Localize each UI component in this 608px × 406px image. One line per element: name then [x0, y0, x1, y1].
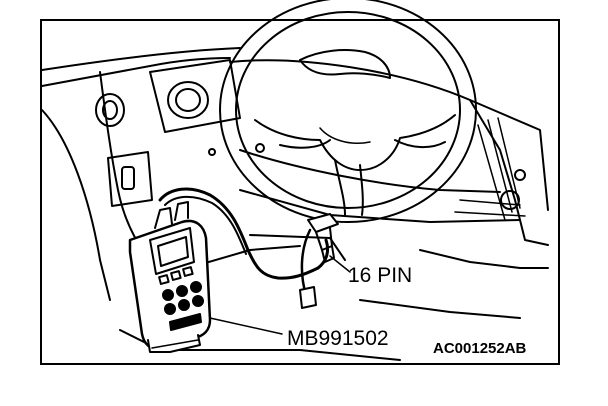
- steering-wheel: [219, 0, 477, 223]
- dashboard: [41, 47, 549, 361]
- figure-id-label: AC001252AB: [433, 340, 527, 357]
- test-cable: [158, 187, 330, 280]
- switch-panel: [107, 151, 153, 207]
- connector-callout-label: 16 PIN: [348, 264, 413, 287]
- gauge-cluster: [95, 81, 526, 210]
- 16-pin-connector: [299, 213, 351, 309]
- tester-device: [128, 201, 283, 353]
- tool-callout-label: MB991502: [287, 327, 389, 350]
